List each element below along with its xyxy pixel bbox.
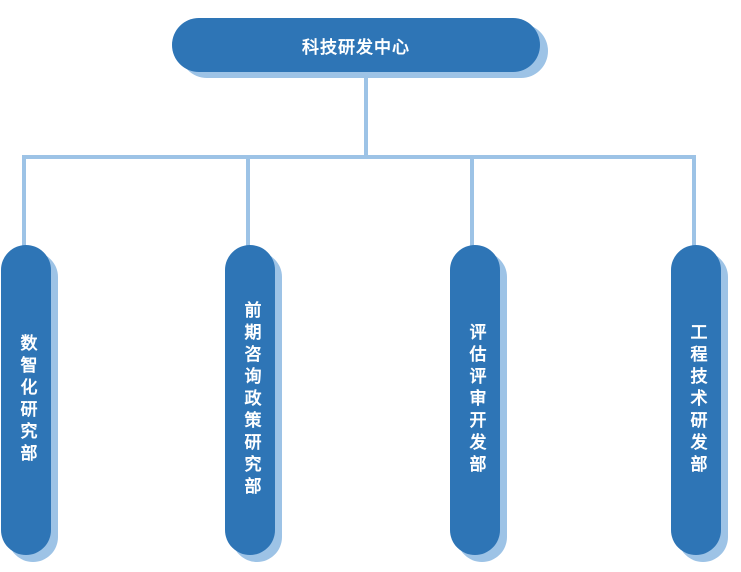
root-node-label: 科技研发中心 <box>302 37 410 58</box>
connector-drop-4 <box>692 155 696 250</box>
dept-node-digital-research: 数智化研究部 <box>1 245 51 555</box>
connector-horizontal-rail <box>22 155 696 159</box>
dept-node-label: 前期咨询政策研究部 <box>240 301 261 499</box>
connector-drop-2 <box>246 155 250 250</box>
connector-drop-3 <box>470 155 474 250</box>
root-node: 科技研发中心 <box>172 18 540 72</box>
dept-node-preliminary-consulting-policy-research: 前期咨询政策研究部 <box>225 245 275 555</box>
connector-root-stem <box>364 72 368 159</box>
dept-node-engineering-technology-rd: 工程技术研发部 <box>671 245 721 555</box>
dept-node-label: 数智化研究部 <box>16 334 37 466</box>
dept-node-label: 工程技术研发部 <box>686 323 707 477</box>
connector-drop-1 <box>22 155 26 250</box>
dept-node-evaluation-review-development: 评估评审开发部 <box>450 245 500 555</box>
dept-node-label: 评估评审开发部 <box>465 323 486 477</box>
